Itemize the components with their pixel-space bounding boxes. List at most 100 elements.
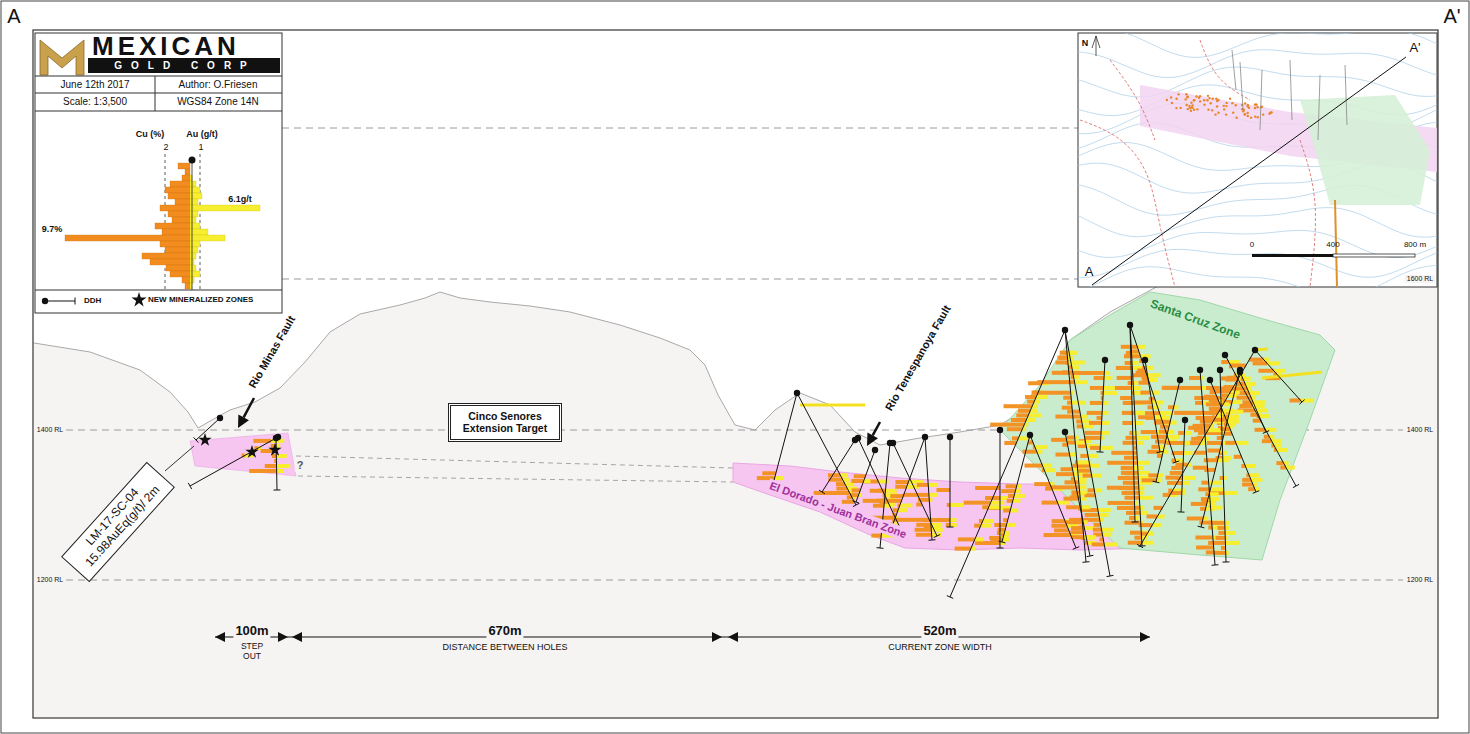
- gold-intercept: [1223, 409, 1234, 413]
- inset-sample: [1203, 99, 1205, 101]
- copper-intercept: [1151, 435, 1167, 439]
- copper-intercept: [851, 479, 863, 483]
- inset-sample: [1262, 113, 1264, 115]
- table-cell: Scale: 1:3,500: [63, 96, 127, 108]
- gold-intercept: [1092, 474, 1102, 478]
- gold-intercept: [800, 404, 865, 407]
- copper-bar: [175, 199, 190, 205]
- collar-dot: [1217, 367, 1223, 373]
- zone-name: El Dorado - Juan Bran Zone: [766, 479, 910, 542]
- copper-intercept: [964, 501, 991, 505]
- target-box: Cinco Senores Extension Target: [448, 403, 562, 442]
- inset-sample: [1217, 99, 1219, 101]
- copper-bar: [182, 175, 190, 181]
- copper-bar: [185, 169, 190, 175]
- gold-intercept: [1132, 421, 1142, 425]
- inset-sample: [1193, 99, 1195, 101]
- drill-hole: [1130, 325, 1135, 522]
- copper-intercept: [863, 499, 902, 503]
- copper-intercept: [916, 523, 931, 527]
- inset-sample: [1231, 102, 1233, 104]
- logo-subtitle: GOLD CORP: [114, 60, 256, 72]
- copper-intercept: [1004, 441, 1016, 445]
- gold-intercept: [1103, 401, 1109, 405]
- copper-intercept: [871, 534, 881, 538]
- inset-content: [1078, 33, 1437, 287]
- inset-sample: [1170, 96, 1172, 98]
- copper-intercept: [1123, 441, 1137, 445]
- copper-intercept: [936, 488, 950, 492]
- copper-intercept: [1004, 404, 1033, 408]
- gold-intercept: [1168, 435, 1181, 439]
- contour-line: [1078, 265, 1437, 287]
- copper-intercept: [1090, 401, 1103, 405]
- dimension-arrow-head: [215, 632, 225, 642]
- gold-intercept: [1132, 361, 1138, 365]
- gold-intercept: [1153, 405, 1161, 409]
- drill-hole: [950, 437, 951, 527]
- hole-end-tick: [274, 489, 281, 490]
- copper-intercept: [1195, 401, 1202, 405]
- zone-shape: [1000, 292, 1335, 560]
- collar-dot: [217, 415, 223, 421]
- drill-hole: [196, 418, 220, 440]
- copper-intercept: [1206, 550, 1214, 554]
- scale-label: 0: [1250, 240, 1254, 249]
- section-line: [1092, 57, 1406, 285]
- gold-intercept: [1081, 415, 1088, 419]
- table-rule: [35, 93, 282, 94]
- inset-sample: [1179, 107, 1181, 109]
- inset-sample: [1211, 109, 1213, 111]
- inset-sample: [1196, 108, 1198, 110]
- zone-area: Santa Cruz Zone: [1000, 292, 1335, 560]
- gold-bar: [190, 271, 200, 277]
- copper-bar: [170, 181, 190, 187]
- section-end-label: A: [7, 5, 20, 28]
- collar-dot: [1237, 369, 1243, 375]
- inset-sample: [1171, 102, 1173, 104]
- copper-intercept: [990, 423, 1024, 427]
- gold-intercept: [1070, 453, 1077, 457]
- inset-sample: [1207, 95, 1209, 97]
- copper-intercept: [1052, 519, 1065, 523]
- copper-bar: [150, 259, 190, 265]
- copper-intercept: [1007, 427, 1022, 431]
- gold-intercept: [1139, 491, 1144, 495]
- inset-sample: [1208, 97, 1210, 99]
- hole-end-tick: [1223, 561, 1230, 562]
- copper-intercept: [1151, 445, 1159, 449]
- gold-intercept: [1099, 513, 1109, 517]
- copper-intercept: [1140, 391, 1150, 395]
- logo-wordmark: MEXICAN: [92, 32, 240, 62]
- gold-intercept: [1000, 496, 1007, 500]
- gold-bar: [190, 247, 198, 253]
- logo-bar: [88, 58, 280, 73]
- copper-intercept: [762, 471, 776, 475]
- copper-intercept: [1221, 546, 1226, 550]
- copper-intercept: [1134, 536, 1141, 540]
- gold-intercept: [981, 524, 992, 528]
- gold-intercept: [1238, 376, 1250, 380]
- collar-dot: [1177, 377, 1183, 383]
- copper-intercept: [1061, 467, 1073, 471]
- gold-intercept: [1152, 400, 1163, 404]
- copper-intercept: [1063, 351, 1068, 355]
- copper-bar: [65, 235, 190, 241]
- gold-intercept: [1140, 511, 1145, 515]
- inset-sample: [1270, 111, 1272, 113]
- copper-intercept: [1191, 502, 1207, 506]
- gold-intercept: [1044, 468, 1055, 472]
- collar-dot: [947, 434, 953, 440]
- inset-sample: [1257, 116, 1259, 118]
- inset-sample: [1190, 110, 1192, 112]
- gold-intercept: [1245, 464, 1256, 468]
- dimension-arrow-head: [292, 632, 302, 642]
- copper-intercept: [1249, 358, 1264, 362]
- gold-intercept: [1160, 411, 1174, 415]
- gold-intercept: [1072, 365, 1079, 369]
- copper-bar: [168, 193, 190, 199]
- extension-dashed-line: [298, 476, 733, 482]
- copper-bar: [170, 271, 190, 277]
- gold-intercept: [1035, 445, 1047, 449]
